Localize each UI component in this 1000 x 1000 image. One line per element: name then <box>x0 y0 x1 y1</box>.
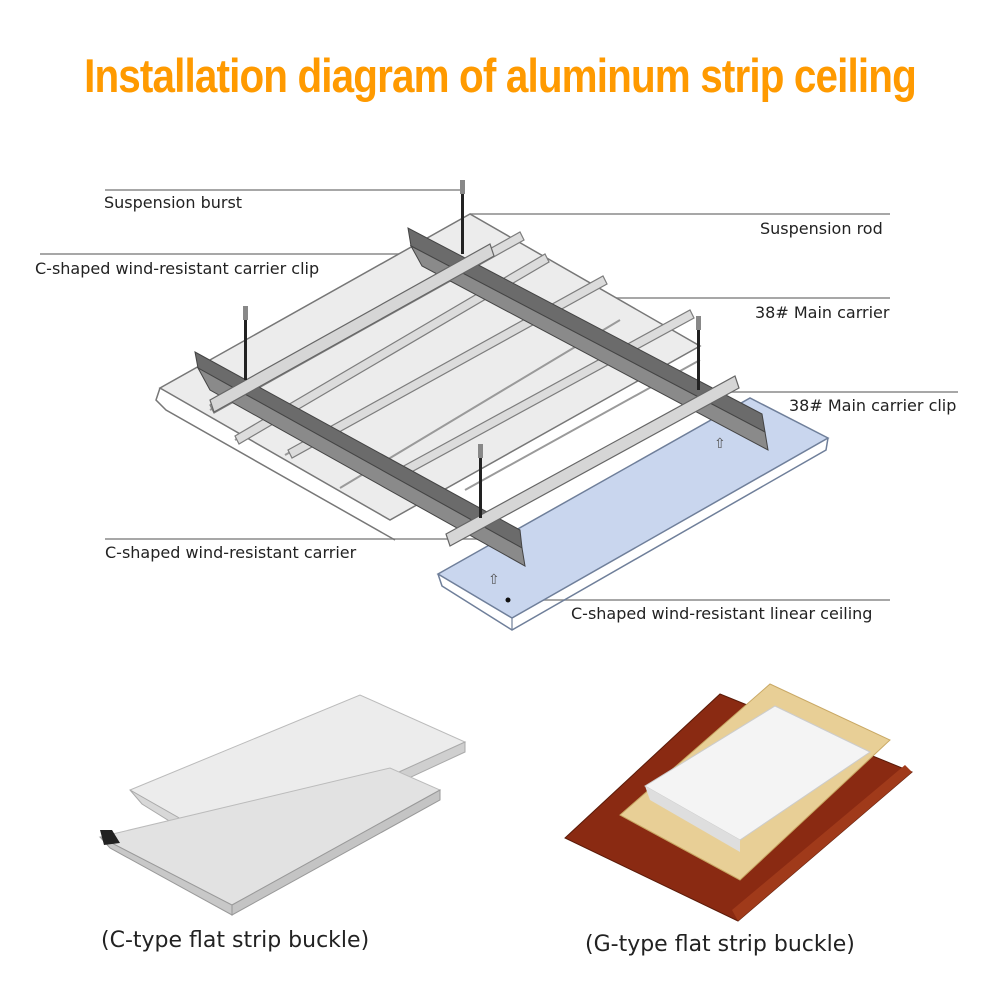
caption-c-type: (C-type flat strip buckle) <box>101 928 370 953</box>
label-carrier-clip: C-shaped wind-resistant carrier clip <box>35 259 320 278</box>
wind-resistant-carriers <box>194 227 769 567</box>
g-type-product-image <box>564 683 913 922</box>
suspension-rod <box>696 316 701 390</box>
caption-g-type: (G-type flat strip buckle) <box>585 932 855 957</box>
label-main-carrier-clip: 38# Main carrier clip <box>789 396 957 415</box>
suspension-rods <box>243 180 701 518</box>
page-title: Installation diagram of aluminum strip c… <box>84 49 917 102</box>
label-suspension-burst: Suspension burst <box>104 193 243 212</box>
label-suspension-rod: Suspension rod <box>760 219 883 238</box>
label-linear-ceiling: C-shaped wind-resistant linear ceiling <box>571 604 873 623</box>
label-wind-carrier: C-shaped wind-resistant carrier <box>105 543 357 562</box>
label-main-carrier: 38# Main carrier <box>755 303 890 322</box>
linear-ceiling-strip: ⇧ ⇧ <box>436 397 830 631</box>
suspension-rod <box>460 180 465 254</box>
c-type-product-image <box>98 694 467 916</box>
main-carriers <box>209 243 740 547</box>
up-arrow-icon: ⇧ <box>488 572 500 588</box>
up-arrow-icon: ⇧ <box>714 436 726 452</box>
suspension-rod <box>243 306 248 380</box>
suspension-rod <box>478 444 483 518</box>
